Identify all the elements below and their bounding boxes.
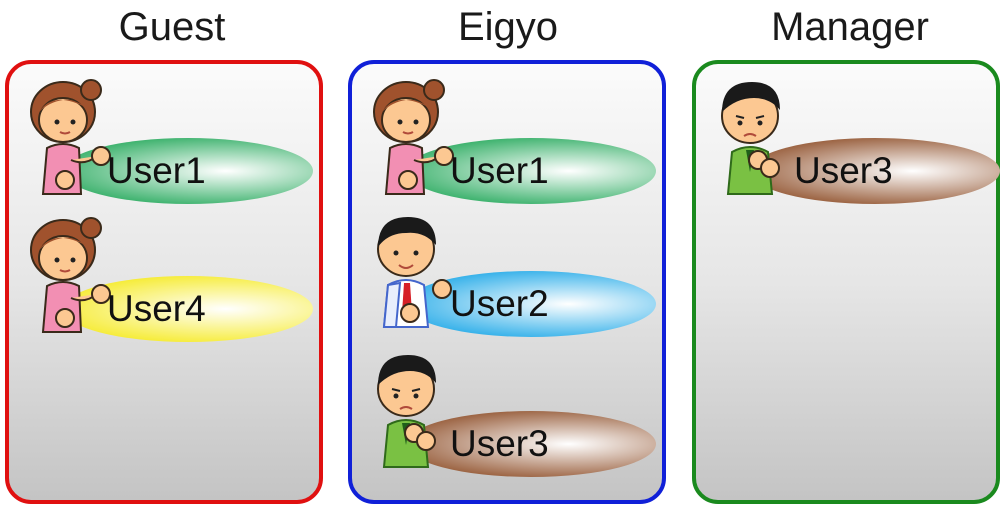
user-label: User1: [450, 150, 549, 191]
member-user1: User1: [23, 76, 323, 206]
businessman-icon: [366, 209, 461, 334]
member-user1: User1: [366, 76, 666, 206]
group-panel-guest: User1 User4: [5, 60, 323, 504]
group-title-eigyo: Eigyo: [457, 5, 559, 49]
group-title-manager: Manager: [771, 5, 929, 49]
user-ellipse: [750, 138, 1000, 204]
user-label: User3: [794, 150, 893, 191]
woman-icon: [23, 76, 118, 201]
woman-icon: [23, 214, 118, 339]
group-title-guest: Guest: [118, 5, 226, 49]
member-user3: User3: [366, 349, 666, 479]
group-panel-manager: User3: [692, 60, 1000, 504]
man-green-icon: [710, 76, 805, 201]
group-panel-eigyo: User1 User2 User3: [348, 60, 666, 504]
man-green-icon: [366, 349, 461, 474]
woman-icon: [366, 76, 461, 201]
user-label: User3: [450, 423, 549, 464]
user-label: User1: [107, 150, 206, 191]
member-user4: User4: [23, 214, 323, 344]
user-ellipse: [406, 411, 656, 477]
member-user3: User3: [710, 76, 1000, 206]
user-label: User2: [450, 283, 549, 324]
user-label: User4: [107, 288, 206, 329]
member-user2: User2: [366, 209, 666, 339]
